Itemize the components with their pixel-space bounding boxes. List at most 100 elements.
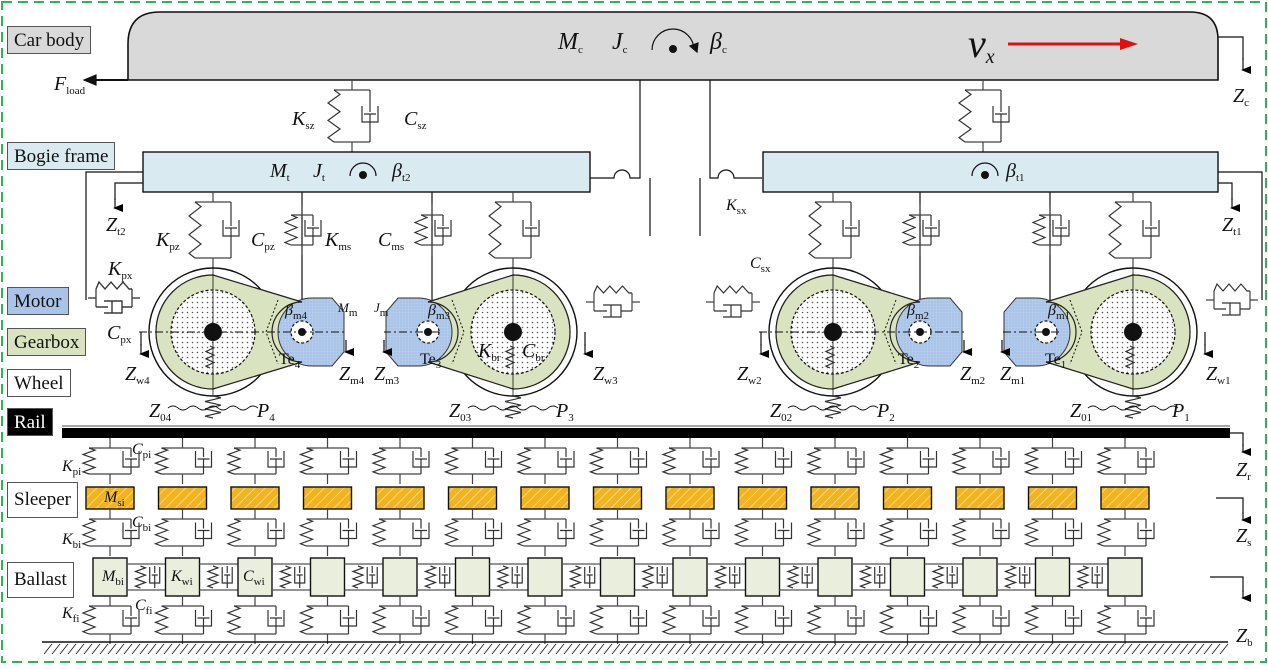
wheelset-1-motor-suspension-spring bbox=[1031, 214, 1047, 246]
wheelset-1-longitudinal-suspension-damper bbox=[1214, 302, 1250, 316]
ground-hatch bbox=[275, 643, 285, 655]
wheelset-3-motor-suspension-spring bbox=[413, 214, 429, 246]
track-support-7-subgrade-spring bbox=[516, 605, 532, 635]
track-support-12-ballast-top-frame bbox=[886, 509, 929, 556]
secondary-suspension-rear-frame bbox=[334, 80, 370, 152]
label-k-pz: Kpz bbox=[156, 229, 180, 253]
ground-hatch bbox=[491, 643, 501, 655]
wheelset-4-brake-spring bbox=[204, 345, 216, 369]
track-support-8-subgrade-damper bbox=[629, 606, 648, 634]
ground-hatch bbox=[211, 643, 221, 655]
secondary-suspension-front-frame bbox=[965, 80, 1001, 152]
wheelset-2-motor-suspension-frame bbox=[909, 205, 931, 255]
ground-hatch bbox=[1211, 643, 1221, 655]
ground-hatch bbox=[315, 643, 325, 655]
track-support-5-ballast-top-damper bbox=[412, 519, 430, 546]
track-support-1-subgrade-frame bbox=[89, 596, 131, 644]
ground-hatch bbox=[1131, 643, 1141, 655]
track-support-9-railpad-spring bbox=[661, 447, 677, 475]
track-support-2-shear-damper bbox=[221, 566, 233, 588]
label-bogie-pitch-rear: βt2 bbox=[392, 160, 411, 184]
ground-hatch bbox=[531, 643, 541, 655]
ground-hatch bbox=[339, 643, 349, 655]
wheelset-2-primary-vertical-damper bbox=[842, 202, 860, 258]
wheelset-2-primary-vertical-frame bbox=[815, 192, 851, 268]
label-z-m1: Zm1 bbox=[1000, 363, 1026, 387]
track-support-7-ballast-top-spring bbox=[516, 518, 532, 547]
ground-hatch bbox=[1107, 643, 1117, 655]
track-support-12-ballast-top-damper bbox=[919, 519, 938, 546]
track-support-11-shear-damper bbox=[874, 566, 886, 588]
ground-hatch bbox=[1179, 643, 1189, 655]
legend-wheel: Wheel bbox=[7, 369, 71, 397]
bogie-front-pitch-dot bbox=[981, 171, 989, 179]
track-support-8-subgrade-spring bbox=[588, 605, 605, 635]
track-support-9-railpad-frame bbox=[669, 438, 711, 484]
ground-hatch bbox=[219, 643, 229, 655]
ground-hatch bbox=[899, 643, 909, 655]
label-z-w3: Zw3 bbox=[593, 363, 618, 387]
track-support-4-subgrade-spring bbox=[298, 605, 315, 635]
ground-hatch bbox=[1011, 643, 1021, 655]
label-beta-m3: βm3 bbox=[428, 302, 451, 322]
track-support-2-subgrade-spring bbox=[153, 605, 170, 635]
track-support-7-railpad-damper bbox=[557, 448, 575, 474]
rail-beam bbox=[62, 428, 1230, 438]
ground-hatch bbox=[803, 643, 813, 655]
wheelset-4-motor-suspension-spring bbox=[283, 214, 299, 246]
label-z-03: Z03 bbox=[449, 400, 472, 424]
track-support-2-railpad-spring bbox=[153, 447, 170, 475]
ground-hatch bbox=[731, 643, 741, 655]
wheelset-3-gear-mesh-outline bbox=[451, 299, 465, 365]
label-z-w2: Zw2 bbox=[737, 363, 762, 387]
bogie-rear-pitch-dot bbox=[359, 171, 367, 179]
track-support-9-ballast-top-frame bbox=[669, 509, 711, 556]
ground-hatch bbox=[1051, 643, 1061, 655]
label-z-01: Z01 bbox=[1070, 400, 1093, 424]
wheelset-3-motor-suspension-damper bbox=[434, 215, 452, 245]
wheelset-2-track-irregularity bbox=[787, 405, 879, 411]
ground-hatch bbox=[883, 643, 893, 655]
track-support-11-subgrade-damper bbox=[847, 606, 865, 634]
wheelset-1-primary-vertical-spring bbox=[1108, 201, 1122, 259]
track-support-15-railpad-damper bbox=[1137, 448, 1155, 474]
track-support-7-ballast-top-damper bbox=[557, 519, 575, 546]
track-support-9-subgrade-damper bbox=[702, 606, 720, 634]
track-support-5-subgrade-spring bbox=[371, 605, 387, 635]
wheelset-3-track-irregularity bbox=[467, 405, 559, 411]
ground-hatch bbox=[1099, 643, 1109, 655]
secondary-suspension-front-damper bbox=[992, 90, 1010, 142]
ground-hatch bbox=[939, 643, 949, 655]
track-support-4-subgrade-frame bbox=[306, 596, 349, 644]
track-support-8-sleeper bbox=[592, 486, 643, 510]
ground-hatch bbox=[483, 643, 493, 655]
label-k-br: Kbr bbox=[478, 340, 501, 364]
ground-hatch bbox=[771, 643, 781, 655]
ground-hatch bbox=[187, 643, 197, 655]
ground-hatch bbox=[203, 643, 213, 655]
track-support-3-ballast-top-damper bbox=[267, 519, 285, 546]
ground-hatch bbox=[891, 643, 901, 655]
wheelset-2-longitudinal-suspension-spring bbox=[713, 284, 752, 294]
track-support-12-subgrade-spring bbox=[878, 605, 895, 635]
track-support-3-sleeper bbox=[230, 486, 280, 510]
wheelset-1-contact-spring bbox=[1124, 395, 1142, 419]
track-support-12-sleeper bbox=[882, 486, 933, 510]
ground-hatch bbox=[971, 643, 981, 655]
track-support-13-subgrade-frame bbox=[959, 596, 1001, 644]
ground-hatch bbox=[579, 643, 589, 655]
ground-hatch bbox=[1027, 643, 1037, 655]
label-te4: Te4 bbox=[279, 351, 301, 371]
ground-hatch bbox=[699, 643, 709, 655]
label-p2: P2 bbox=[877, 400, 895, 424]
track-support-14-railpad-spring bbox=[1023, 447, 1040, 475]
ground-hatch bbox=[291, 643, 301, 655]
secondary-suspension-rear-spring bbox=[326, 89, 342, 143]
track-support-10-ballast-top-spring bbox=[733, 518, 750, 547]
label-k-pi: Kpi bbox=[62, 458, 82, 478]
label-k-wi: Kwi bbox=[171, 568, 193, 588]
label-z-m4: Zm4 bbox=[339, 363, 365, 387]
ground-hatch bbox=[571, 643, 581, 655]
label-bogie-pitch-front: βt1 bbox=[1006, 160, 1025, 184]
